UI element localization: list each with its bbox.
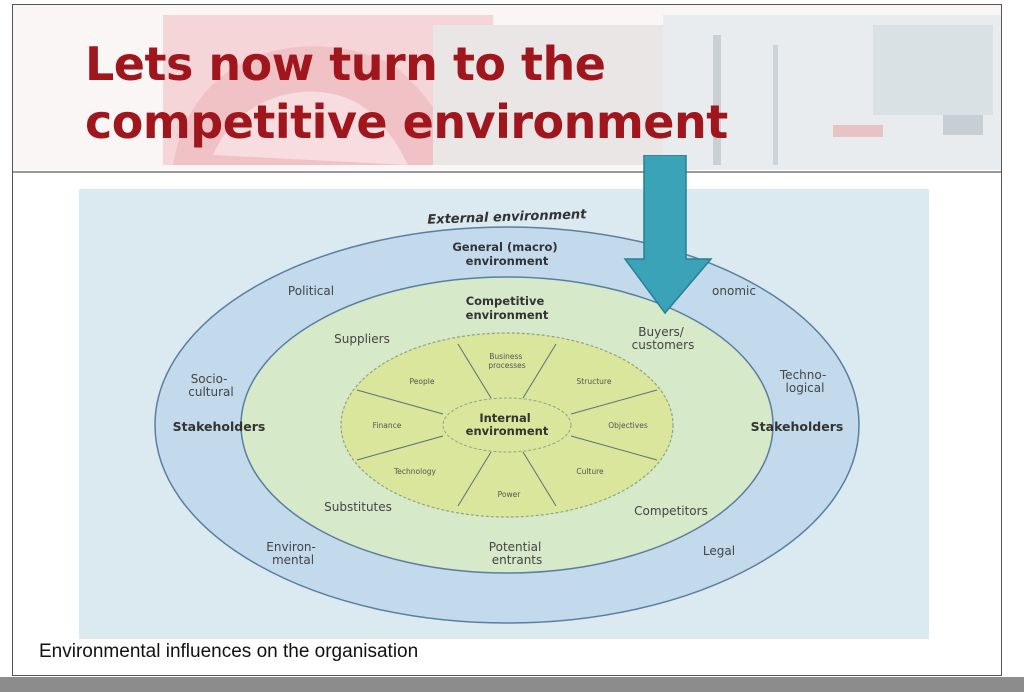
viewer-bottom-bar	[0, 677, 1024, 692]
competitive-competitors: Competitors	[634, 504, 708, 518]
competitive-substitutes: Substitutes	[324, 500, 392, 514]
down-arrow-icon	[623, 155, 713, 315]
slide: Lets now turn to the competitive environ…	[12, 4, 1002, 676]
internal-environment-title: Internal environment	[466, 411, 549, 438]
internal-core	[442, 397, 572, 453]
internal-power: Power	[498, 490, 522, 499]
internal-people: People	[410, 377, 435, 386]
competitive-buyers: Buyers/ customers	[632, 325, 695, 352]
competitive-environment-title: Competitive environment	[466, 294, 549, 322]
competitive-suppliers: Suppliers	[334, 332, 390, 346]
internal-objectives: Objectives	[608, 421, 648, 430]
header-background-image	[13, 5, 1001, 170]
macro-political: Political	[288, 284, 334, 298]
stakeholders-right: Stakeholders	[751, 419, 844, 434]
macro-economic: onomic	[712, 284, 756, 298]
slide-caption: Environmental influences on the organisa…	[39, 641, 419, 662]
internal-technology: Technology	[393, 467, 437, 476]
slide-title: Lets now turn to the competitive environ…	[85, 37, 728, 149]
macro-environmental: Environ- mental	[266, 540, 319, 567]
external-environment-label: External environment	[427, 207, 587, 228]
environment-diagram: External environment General (macro) env…	[79, 189, 929, 639]
competitive-potential-entrants: Potential entrants	[489, 540, 545, 567]
title-divider	[13, 171, 1001, 173]
internal-structure: Structure	[577, 377, 612, 386]
internal-business-processes: Business processes	[488, 352, 525, 370]
macro-technological: Techno- logical	[779, 368, 830, 395]
stakeholders-left: Stakeholders	[173, 419, 266, 434]
macro-legal: Legal	[703, 544, 735, 558]
macro-socio-cultural: Socio- cultural	[188, 372, 233, 399]
internal-culture: Culture	[576, 467, 604, 476]
general-environment-title: General (macro) environment	[452, 240, 561, 268]
internal-dividers	[356, 343, 658, 507]
internal-finance: Finance	[373, 421, 402, 430]
